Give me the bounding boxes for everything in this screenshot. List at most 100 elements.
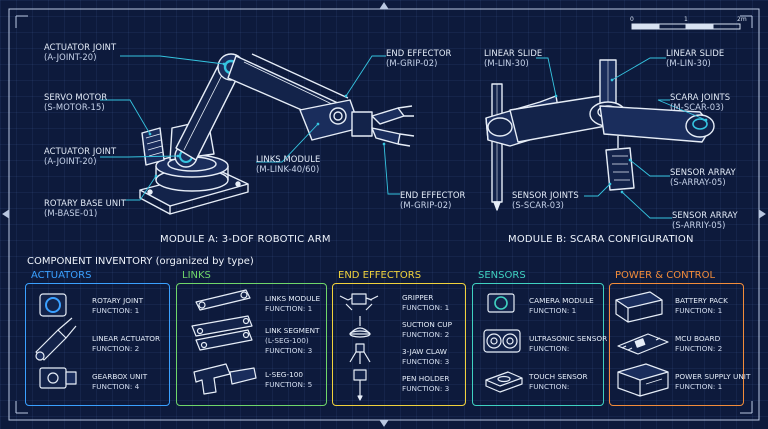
scale-mid: 1 bbox=[684, 16, 688, 23]
item-name: LINK SEGMENT bbox=[265, 326, 320, 335]
item-name: CAMERA MODULE bbox=[529, 296, 594, 305]
item-function: FUNCTION: 3 bbox=[402, 384, 450, 393]
item-function: FUNCTION: 2 bbox=[675, 344, 723, 353]
item-name: GEARBOX UNIT bbox=[92, 372, 148, 381]
callout-sensor-joints: SENSOR JOINTS (S-SCAR-03) bbox=[512, 190, 579, 210]
item-name: TOUCH SENSOR bbox=[529, 372, 588, 381]
callout-code: (M-BASE-01) bbox=[44, 208, 98, 218]
item-function: FUNCTION: 2 bbox=[92, 344, 140, 353]
item-function: FUNCTION: 1 bbox=[265, 304, 313, 313]
callout-name: LINEAR SLIDE bbox=[484, 48, 543, 58]
scale-end: 2m bbox=[737, 16, 747, 23]
link-segment-icon bbox=[191, 315, 253, 351]
callout-name: END EFFECTOR bbox=[400, 190, 466, 200]
callout-name: SCARA JOINTS bbox=[670, 92, 731, 102]
callout-linear-slide-right: LINEAR SLIDE (M-LIN-30) bbox=[666, 48, 724, 68]
module-a-caption: MODULE A: 3-DOF ROBOTIC ARM bbox=[160, 234, 331, 245]
callout-code: (M-LINK-40/60) bbox=[256, 164, 320, 174]
category-power-control-title: POWER & CONTROL bbox=[615, 270, 716, 281]
category-sensors-panel bbox=[472, 283, 604, 406]
item-code: (L-SEG-100) bbox=[265, 336, 309, 345]
item-function: FUNCTION: 2 bbox=[402, 330, 450, 339]
item-function: FUNCTION: 3 bbox=[265, 346, 313, 355]
pen-holder-icon bbox=[353, 369, 367, 401]
item-function: FUNCTION: 1 bbox=[402, 303, 450, 312]
callout-name: ACTUATOR JOINT bbox=[44, 42, 117, 52]
item-function: FUNCTION: bbox=[529, 382, 570, 391]
l-bracket-icon bbox=[193, 363, 257, 395]
callout-rotary-base-unit: ROTARY BASE UNIT (M-BASE-01) bbox=[44, 198, 126, 218]
callout-servo-motor: SERVO MOTOR (S-MOTOR-15) bbox=[44, 92, 107, 112]
callout-links-module: LINKS MODULE (M-LINK-40/60) bbox=[256, 154, 320, 174]
link-bar-icon bbox=[195, 289, 251, 311]
leader-lines-module-a bbox=[100, 55, 400, 201]
item-function: FUNCTION: 4 bbox=[92, 382, 140, 391]
claw-icon bbox=[349, 343, 371, 364]
item-function: FUNCTION: 1 bbox=[92, 306, 140, 315]
item-name: MCU BOARD bbox=[675, 334, 721, 343]
item-function: FUNCTION: 1 bbox=[529, 306, 577, 315]
item-name: ULTRASONIC SENSOR bbox=[529, 334, 608, 343]
scale-start: 0 bbox=[630, 16, 634, 23]
category-actuators-title: ACTUATORS bbox=[31, 270, 92, 281]
callout-code: (M-GRIP-02) bbox=[386, 58, 438, 68]
item-name: SUCTION CUP bbox=[402, 320, 453, 329]
category-links-panel bbox=[176, 283, 327, 406]
battery-icon bbox=[615, 291, 663, 323]
callout-name: SENSOR JOINTS bbox=[512, 190, 579, 200]
callout-code: (M-LIN-30) bbox=[666, 58, 711, 68]
callout-code: (A-JOINT-20) bbox=[44, 156, 97, 166]
callout-name: SENSOR ARRAY bbox=[672, 210, 738, 220]
robotic-arm-drawing bbox=[139, 53, 415, 215]
callout-code: (A-JOINT-20) bbox=[44, 52, 97, 62]
item-function: FUNCTION: 3 bbox=[402, 357, 450, 366]
callout-code: (S-MOTOR-15) bbox=[44, 102, 105, 112]
item-link-segment: LINK SEGMENT(L-SEG-100)FUNCTION: 3 bbox=[265, 326, 320, 356]
callout-name: LINKS MODULE bbox=[256, 154, 321, 164]
callout-code: (S-ARRAY-05) bbox=[670, 177, 726, 187]
touch-sensor-icon bbox=[485, 371, 523, 393]
category-end-effectors-title: END EFFECTORS bbox=[338, 270, 422, 281]
leader-lines-module-b bbox=[536, 57, 708, 219]
inventory-icons bbox=[35, 289, 669, 401]
callout-code: (M-LIN-30) bbox=[484, 58, 529, 68]
power-supply-icon bbox=[617, 363, 669, 397]
callout-code: (M-SCAR-03) bbox=[670, 102, 724, 112]
item-name: POWER SUPPLY UNIT bbox=[675, 372, 751, 381]
callout-sensor-array-bottom: SENSOR ARRAY (S-ARRIY-05) bbox=[672, 210, 738, 230]
ultrasonic-icon bbox=[483, 329, 521, 353]
category-actuators-panel bbox=[25, 283, 170, 406]
item-name: LINEAR ACTUATOR bbox=[92, 334, 161, 343]
callout-name: END EFFECTOR bbox=[386, 48, 452, 58]
callout-linear-slide-left: LINEAR SLIDE (M-LIN-30) bbox=[484, 48, 542, 68]
callout-sensor-array-top: SENSOR ARRAY (S-ARRAY-05) bbox=[670, 167, 736, 187]
callout-code: (S-SCAR-03) bbox=[512, 200, 565, 210]
callout-actuator-joint-top: ACTUATOR JOINT (A-JOINT-20) bbox=[44, 42, 116, 62]
scale-bar bbox=[631, 23, 741, 30]
item-name: PEN HOLDER bbox=[402, 374, 450, 383]
callout-name: SENSOR ARRAY bbox=[670, 167, 736, 177]
category-sensors-title: SENSORS bbox=[478, 270, 526, 281]
item-name: ROTARY JOINT bbox=[92, 296, 144, 305]
category-end-effectors-panel bbox=[332, 283, 466, 406]
item-function: FUNCTION: 1 bbox=[675, 382, 723, 391]
category-links-title: LINKS bbox=[182, 270, 211, 281]
mcu-board-icon bbox=[617, 333, 669, 355]
callout-scara-joints: SCARA JOINTS (M-SCAR-03) bbox=[670, 92, 730, 112]
rotary-joint-icon bbox=[39, 293, 67, 317]
